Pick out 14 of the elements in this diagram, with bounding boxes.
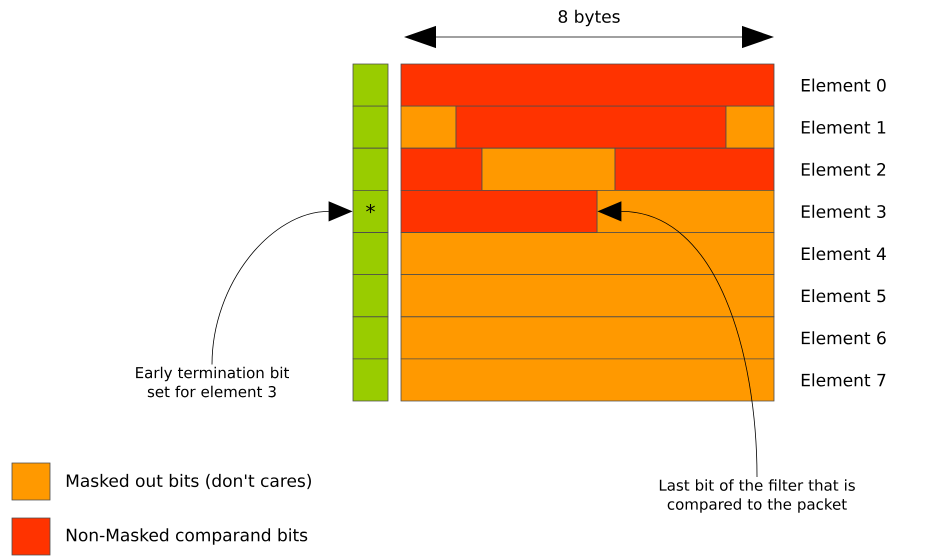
legend-label: Masked out bits (don't cares) bbox=[66, 474, 311, 490]
note-text: Early termination bit set for element 3 bbox=[136, 366, 289, 398]
row-label: Element 4 bbox=[802, 247, 886, 260]
row-label: Element 1 bbox=[802, 120, 886, 134]
termination-bit-cell: * bbox=[352, 190, 388, 233]
row-label: Element 7 bbox=[802, 373, 886, 386]
row-label: Element 2 bbox=[802, 162, 886, 176]
row-label: Element 6 bbox=[802, 331, 886, 344]
row-label: Element 0 bbox=[802, 78, 886, 92]
dimension-label: 8 bytes bbox=[558, 10, 620, 26]
note-text: Last bit of the filter that is compared to the packet bbox=[660, 479, 855, 513]
row-label: Element 5 bbox=[802, 289, 886, 302]
legend-label: Non-Masked comparand bits bbox=[66, 528, 308, 545]
row-label: Element 3 bbox=[802, 204, 886, 218]
